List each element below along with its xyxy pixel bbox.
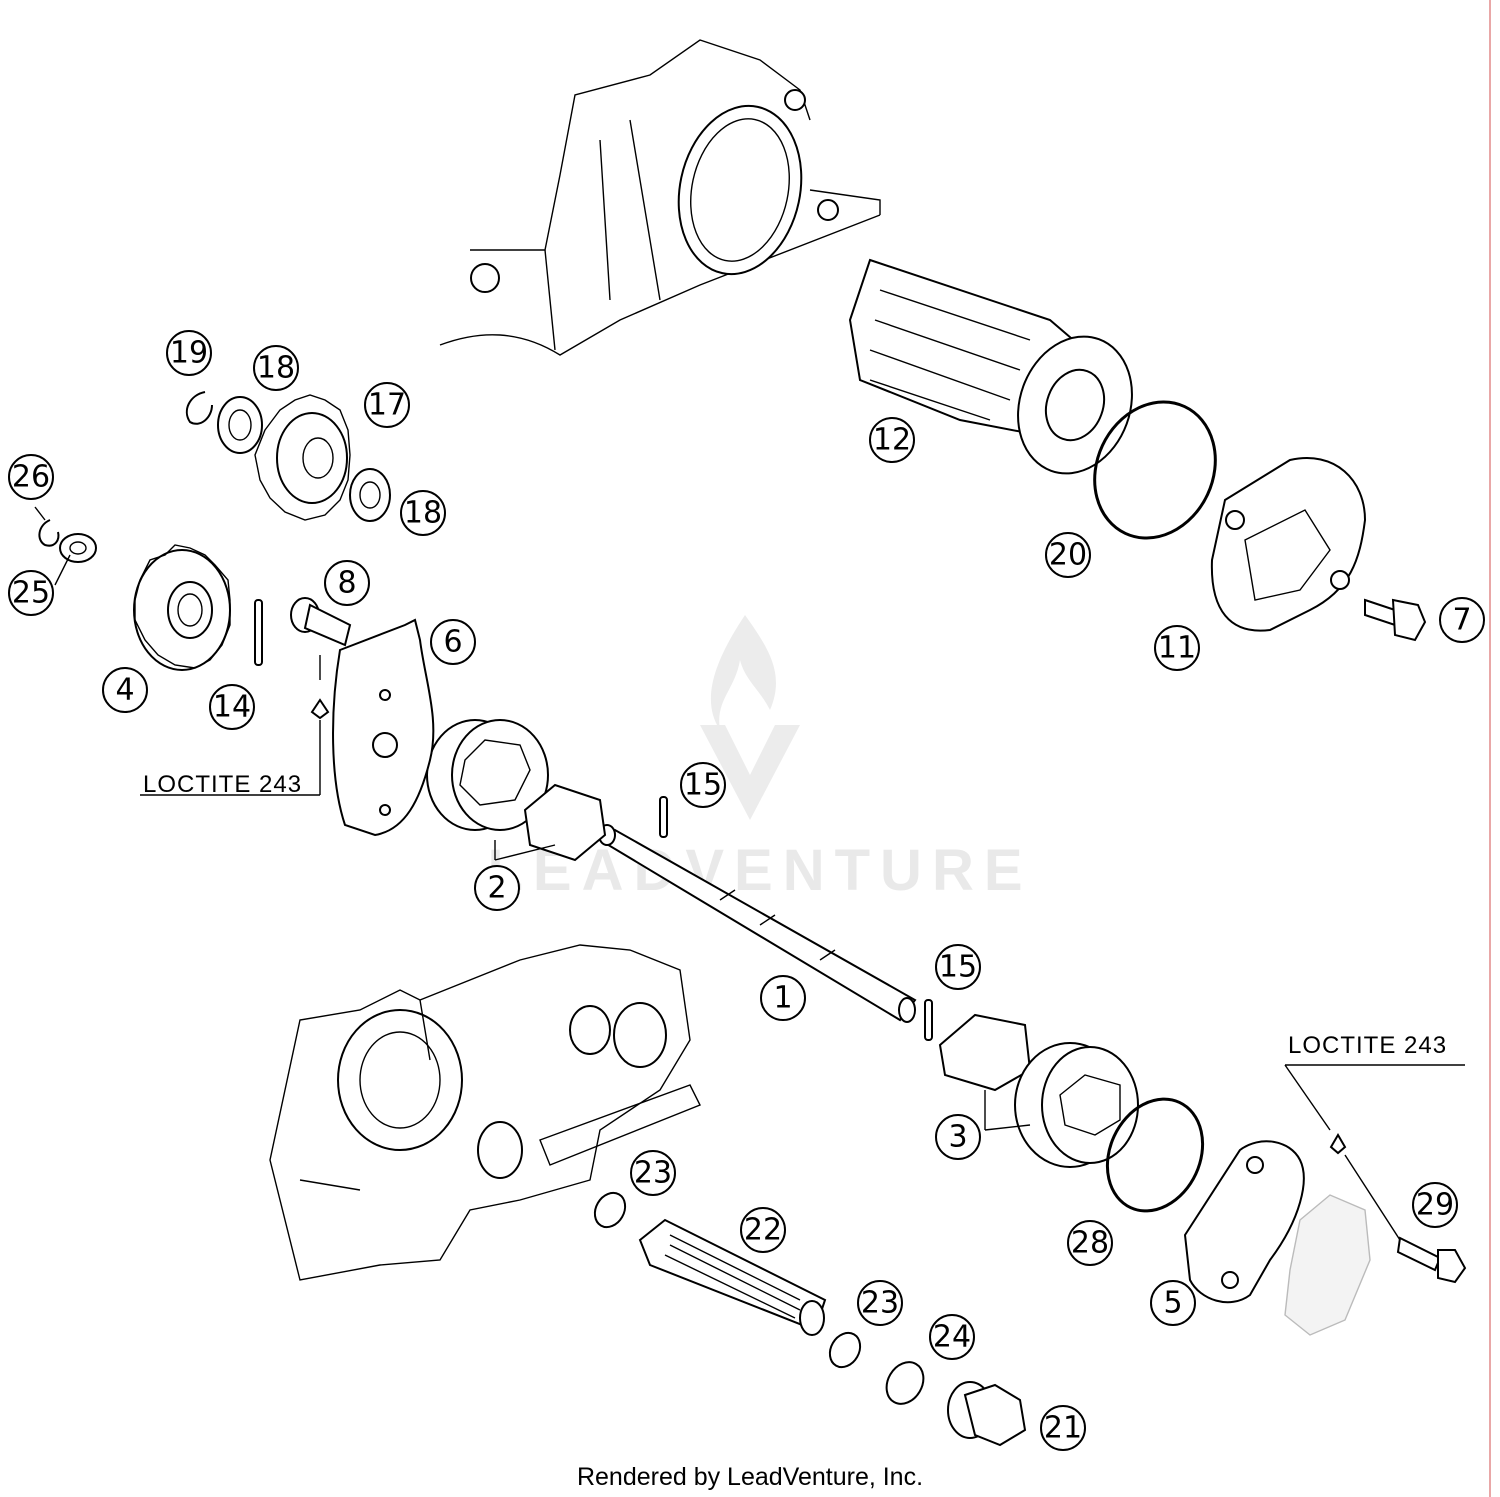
svg-text:4: 4: [115, 673, 134, 708]
svg-text:20: 20: [1049, 538, 1087, 573]
loctite-note-right: LOCTITE 243: [1288, 1032, 1447, 1059]
leader-lines: [34, 506, 1465, 1241]
callout-18-upper: 18: [253, 345, 299, 391]
callout-22: 22: [740, 1207, 786, 1253]
callout-3: 3: [935, 1114, 981, 1160]
callout-20: 20: [1045, 532, 1091, 578]
part-7-bolt: [1364, 598, 1427, 642]
part-2-rotor-set: [426, 719, 607, 862]
svg-text:29: 29: [1416, 1188, 1454, 1223]
footer-credit: Rendered by LeadVenture, Inc.: [577, 1463, 923, 1491]
svg-text:26: 26: [12, 460, 50, 495]
svg-text:17: 17: [368, 388, 406, 423]
svg-text:6: 6: [443, 625, 462, 660]
svg-text:2: 2: [487, 871, 506, 906]
svg-text:25: 25: [12, 576, 50, 611]
callout-25: 25: [8, 570, 54, 616]
part-1-pump-shaft: [598, 824, 917, 1023]
svg-text:3: 3: [948, 1120, 967, 1155]
callout-12: 12: [869, 417, 915, 463]
part-21-drain-plug: [947, 1381, 1027, 1447]
svg-text:23: 23: [861, 1286, 899, 1321]
part-15-pin-upper: [659, 796, 668, 838]
svg-text:15: 15: [684, 768, 722, 803]
callout-19: 19: [166, 330, 212, 376]
part-18-washer-lower: [349, 468, 391, 522]
svg-text:5: 5: [1163, 1286, 1182, 1321]
part-4-gear: [133, 544, 231, 671]
svg-text:14: 14: [213, 690, 251, 725]
callout-14: 14: [209, 684, 255, 730]
part-18-washer-upper: [217, 396, 263, 454]
callout-15-lower: 15: [935, 944, 981, 990]
part-23-o-ring-left: [593, 1191, 627, 1229]
part-8-screw: [290, 597, 352, 647]
part-11-filter-cover: [1210, 457, 1367, 632]
callout-17: 17: [364, 382, 410, 428]
svg-text:22: 22: [744, 1213, 782, 1248]
part-6-gasket-plate: [332, 618, 435, 837]
engine-case-bottom: [269, 944, 701, 1281]
part-15-pin-lower: [924, 999, 933, 1041]
callout-23-left: 23: [630, 1150, 676, 1196]
svg-text:23: 23: [634, 1156, 672, 1191]
engine-case-top: [439, 39, 881, 356]
part-3-rotor-set: [938, 1013, 1139, 1168]
svg-text:12: 12: [873, 423, 911, 458]
part-23-o-ring-right: [828, 1331, 862, 1369]
oil-pump-cover-casting: [1284, 1194, 1371, 1336]
callout-11: 11: [1154, 625, 1200, 671]
callout-8: 8: [324, 560, 370, 606]
svg-text:11: 11: [1158, 631, 1196, 666]
svg-text:18: 18: [404, 496, 442, 531]
watermark: LEADVENTURE: [487, 615, 1023, 903]
callout-28: 28: [1067, 1220, 1113, 1266]
part-20-o-ring: [1093, 400, 1217, 540]
svg-text:7: 7: [1452, 603, 1471, 638]
callout-26: 26: [8, 454, 54, 500]
callout-2: 2: [474, 865, 520, 911]
svg-text:24: 24: [933, 1320, 971, 1355]
part-24-o-ring: [885, 1361, 925, 1405]
part-5-cover-plate: [1183, 1140, 1305, 1304]
part-17-gear: [254, 394, 351, 521]
part-14-dowel-pin: [254, 599, 263, 666]
callout-23-right: 23: [857, 1280, 903, 1326]
callout-5: 5: [1150, 1280, 1196, 1326]
svg-text:8: 8: [337, 566, 356, 601]
callout-21: 21: [1040, 1405, 1086, 1451]
callout-6: 6: [430, 619, 476, 665]
svg-text:21: 21: [1044, 1411, 1082, 1446]
loctite-drop-left: [310, 698, 330, 720]
svg-text:1: 1: [773, 981, 792, 1016]
svg-text:28: 28: [1071, 1226, 1109, 1261]
part-29-bolt: [1396, 1236, 1467, 1284]
callout-7: 7: [1439, 597, 1485, 643]
callout-29: 29: [1412, 1182, 1458, 1228]
svg-text:18: 18: [257, 351, 295, 386]
part-25-washer: [59, 533, 97, 563]
callout-1: 1: [760, 975, 806, 1021]
svg-text:15: 15: [939, 950, 977, 985]
loctite-note-left: LOCTITE 243: [143, 771, 302, 798]
part-26-circlip: [38, 519, 60, 547]
part-19-circlip: [185, 391, 213, 425]
callout-24: 24: [929, 1314, 975, 1360]
callout-4: 4: [102, 667, 148, 713]
part-22-screen-filter: [638, 1218, 827, 1336]
svg-text:19: 19: [170, 336, 208, 371]
callout-18-lower: 18: [400, 490, 446, 536]
part-12-oil-filter: [848, 258, 1133, 475]
part-28-o-ring: [1105, 1097, 1205, 1213]
callout-15-upper: 15: [680, 762, 726, 808]
loctite-drop-right: [1329, 1133, 1347, 1155]
